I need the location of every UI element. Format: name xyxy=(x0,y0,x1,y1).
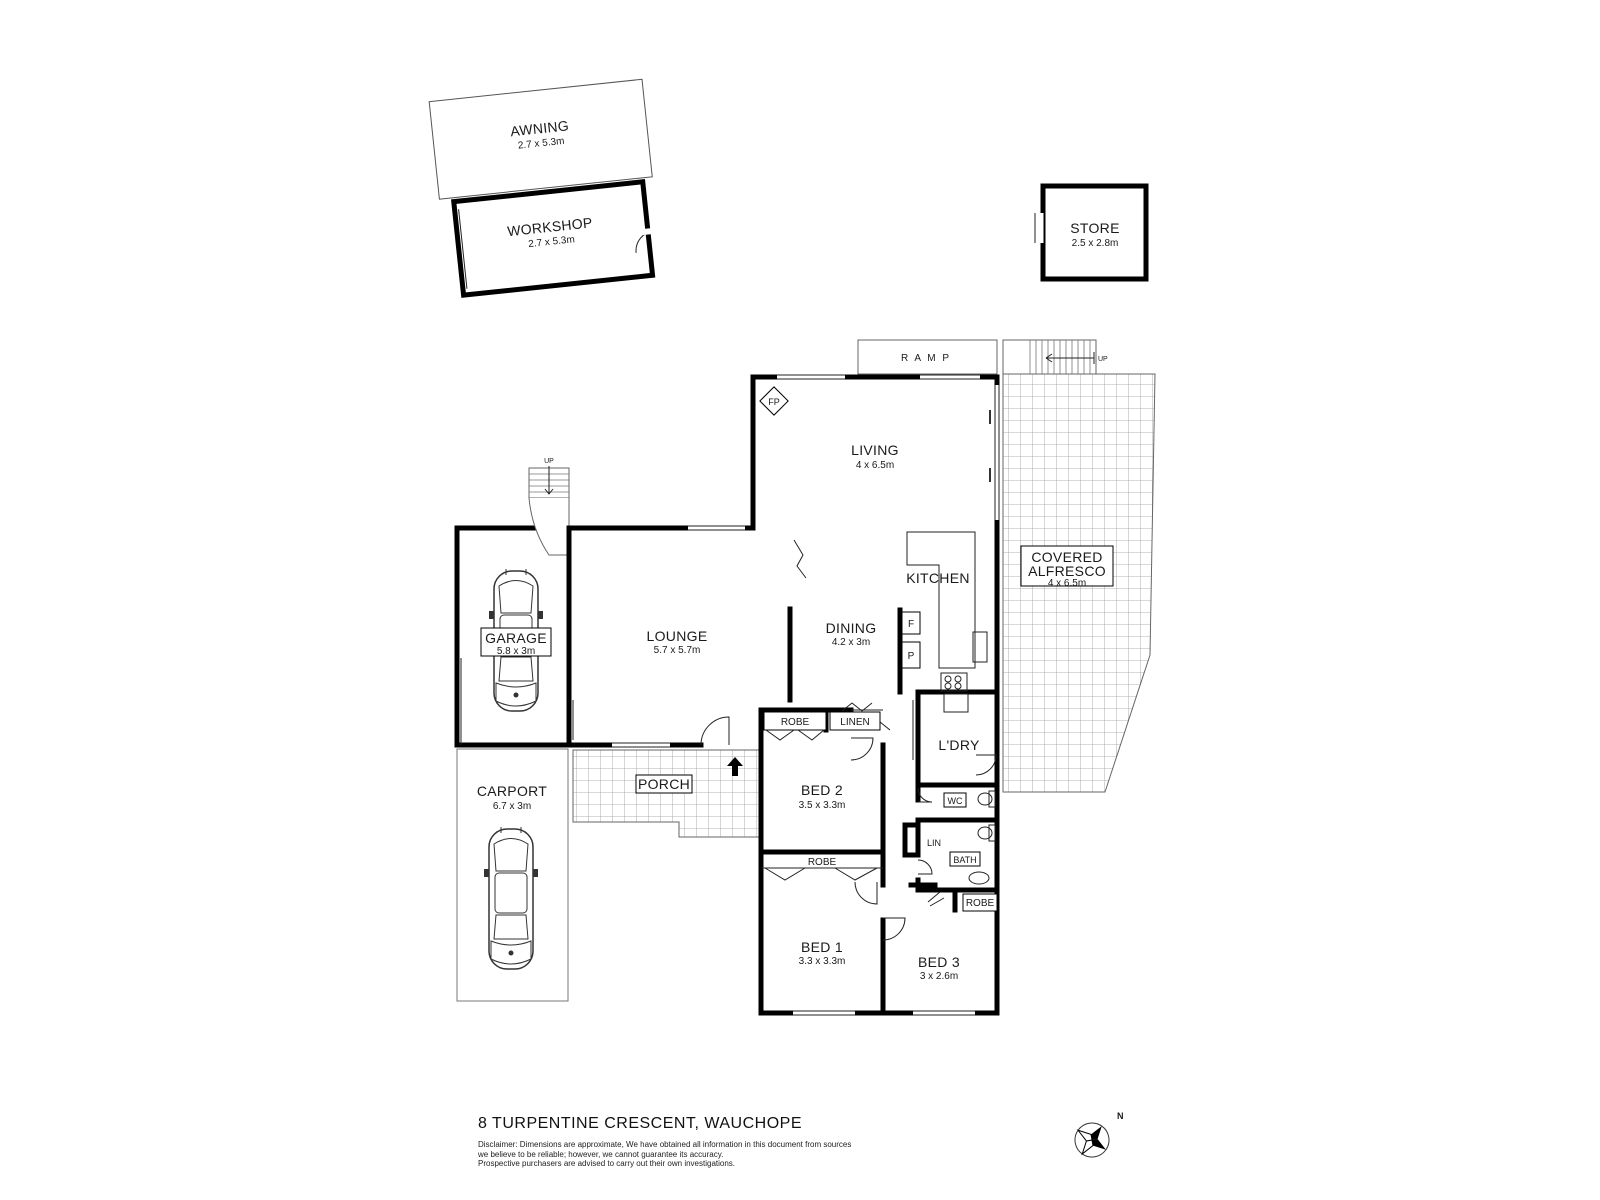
fireplace xyxy=(759,386,789,416)
bed3-dims: 3 x 2.6m xyxy=(920,971,958,982)
garage-dims: 5.8 x 3m xyxy=(497,646,535,657)
awning-dims: 2.7 x 5.3m xyxy=(517,136,565,152)
door-swings xyxy=(700,700,997,941)
linen-box xyxy=(829,711,881,731)
store-dims: 2.5 x 2.8m xyxy=(1072,238,1119,249)
awning-outline xyxy=(428,78,653,200)
bed2-dims: 3.5 x 3.3m xyxy=(799,800,846,811)
porch-label-box xyxy=(635,774,693,794)
disclaimer: Disclaimer: Dimensions are approximate, … xyxy=(478,1140,898,1169)
compass-icon xyxy=(1074,1122,1110,1158)
disclaimer-line: Prospective purchasers are advised to ca… xyxy=(478,1159,736,1168)
lounge-dims: 5.7 x 5.7m xyxy=(654,645,701,656)
laundry-tub-icon xyxy=(943,693,969,713)
workshop-window xyxy=(458,209,468,289)
workshop-door-gap xyxy=(633,227,655,236)
kitchen-sink-icon xyxy=(972,631,988,663)
alfresco-stairs: UP xyxy=(1002,339,1108,375)
ramp-label: R A M P xyxy=(901,353,951,364)
carport-car-icon xyxy=(483,826,539,970)
store-label: STORE xyxy=(1070,220,1119,236)
garage-stairs-up-label: UP xyxy=(544,458,554,465)
living-dims: 4 x 6.5m xyxy=(856,460,894,471)
toilet-icon xyxy=(977,826,993,840)
outbuilding: AWNING 2.7 x 5.3m WORKSHOP 2.7 x 5.3m xyxy=(428,78,656,298)
basin-icon xyxy=(968,871,990,885)
kitchen-bench xyxy=(906,531,976,669)
kitchen-label: KITCHEN xyxy=(906,570,970,586)
workshop-dims: 2.7 x 5.3m xyxy=(528,234,576,250)
living-label: LIVING xyxy=(851,442,899,458)
cooktop-icon xyxy=(940,672,968,692)
porch-label: PORCH xyxy=(638,776,690,792)
robe-bed2-label: ROBE xyxy=(781,717,810,728)
cistern-icon xyxy=(988,790,996,808)
shower-icon xyxy=(927,891,945,907)
robe-bed2-box xyxy=(763,711,827,731)
disclaimer-line: Disclaimer: Dimensions are approximate, … xyxy=(478,1140,852,1149)
garage-stairs: UP xyxy=(528,458,570,556)
store: STORE 2.5 x 2.8m xyxy=(1034,183,1149,282)
fridge-label: F xyxy=(908,619,914,630)
covered-alfresco-label-box xyxy=(1020,545,1114,587)
burner-icon xyxy=(944,675,952,683)
garage-label: GARAGE xyxy=(485,630,547,646)
wc-label: WC xyxy=(948,796,963,806)
burner-icon xyxy=(954,682,962,690)
robe-bed3-box xyxy=(962,893,998,912)
bath-box xyxy=(949,851,981,867)
alfresco-stairs-up-label: UP xyxy=(1098,356,1108,363)
burner-icon xyxy=(954,675,962,683)
awning-label: AWNING xyxy=(509,117,569,139)
wc-box xyxy=(943,792,967,808)
robe-bed2-doors xyxy=(765,729,825,741)
dining-label: DINING xyxy=(826,620,877,636)
carport-dims: 6.7 x 3m xyxy=(493,801,531,812)
house-walls xyxy=(566,374,1000,1016)
bed1-label: BED 1 xyxy=(801,939,843,955)
robe-bed3-label: ROBE xyxy=(966,898,995,909)
pantry-label: P xyxy=(908,651,915,662)
lin-label: LIN xyxy=(927,838,941,848)
fireplace-label: FP xyxy=(768,397,780,407)
dining-dims: 4.2 x 3m xyxy=(832,637,870,648)
bath-label: BATH xyxy=(953,855,976,865)
lounge-label: LOUNGE xyxy=(647,628,708,644)
property-address: 8 TURPENTINE CRESCENT, WAUCHOPE xyxy=(478,1115,802,1132)
garage-label-box xyxy=(480,627,552,657)
carport-label: CARPORT xyxy=(477,783,547,799)
ramp xyxy=(857,339,998,375)
cistern-icon xyxy=(988,824,996,842)
compass-north-label: N xyxy=(1117,1111,1124,1121)
robe-bed1-label: ROBE xyxy=(808,857,837,868)
linen-doors xyxy=(841,702,873,712)
linen-label: LINEN xyxy=(840,717,869,728)
covered-alfresco-dims: 4 x 6.5m xyxy=(1048,578,1086,589)
robe-bed1-doors xyxy=(764,867,878,881)
burner-icon xyxy=(944,682,952,690)
bed1-dims: 3.3 x 3.3m xyxy=(799,956,846,967)
laundry-label: L'DRY xyxy=(938,737,980,753)
covered-alfresco-label-1: COVERED xyxy=(1031,549,1102,565)
bed3-label: BED 3 xyxy=(918,954,960,970)
disclaimer-line: we believe to be reliable; however, we c… xyxy=(478,1149,724,1159)
covered-alfresco-label-2: ALFRESCO xyxy=(1028,563,1106,579)
toilet-icon xyxy=(977,792,993,806)
bed2-label: BED 2 xyxy=(801,782,843,798)
workshop-label: WORKSHOP xyxy=(506,214,593,239)
entry-arrow-icon xyxy=(727,757,743,776)
